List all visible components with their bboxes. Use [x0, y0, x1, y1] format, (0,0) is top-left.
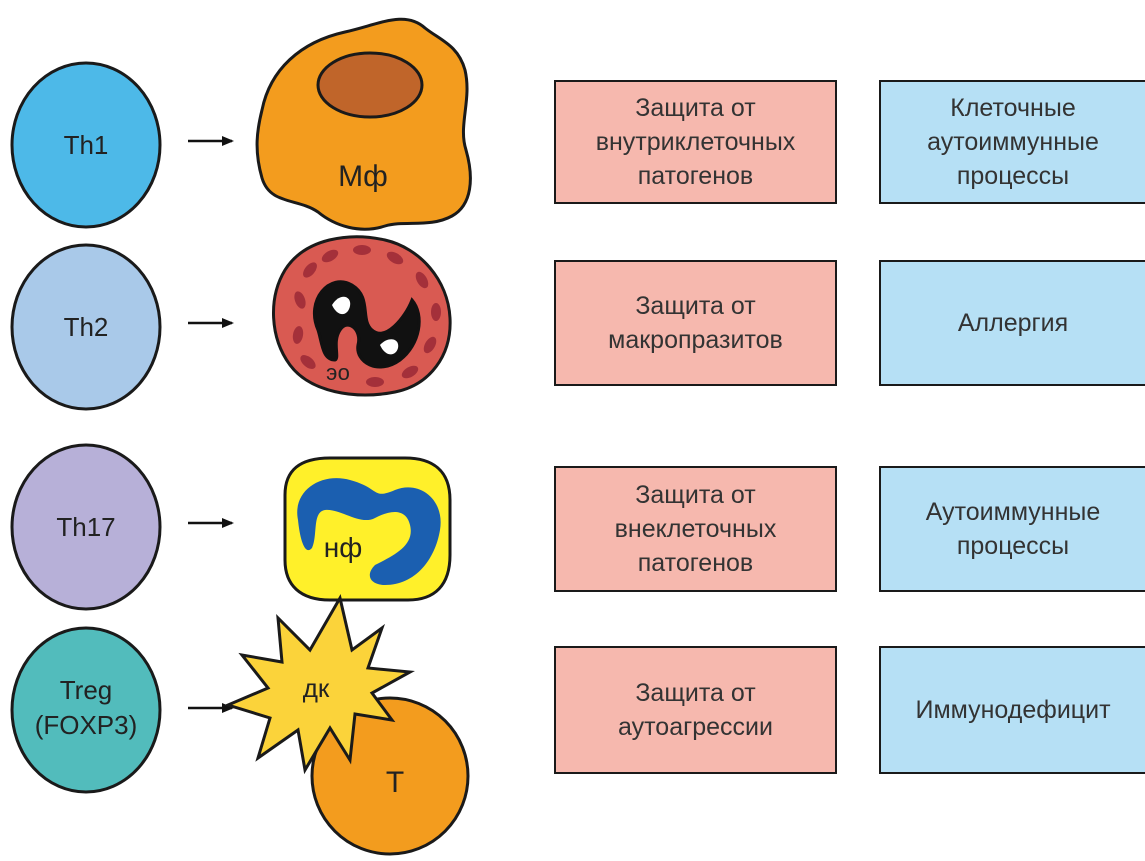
macrophage-icon	[255, 17, 472, 231]
row-treg: Treg (FOXP3) дк Т	[10, 593, 470, 856]
treg-label-line1: Treg	[60, 675, 113, 705]
th17-label: Th17	[56, 512, 115, 542]
row-th2: Th2 эо	[10, 235, 452, 411]
eosinophil-label: эо	[326, 360, 350, 385]
dendritic-cell-label: дк	[303, 673, 330, 703]
th1-label: Th1	[64, 130, 109, 160]
protection-box-1: Защита от внутриклеточных патогенов	[554, 80, 837, 204]
row-th1: Th1 Мф	[10, 17, 472, 231]
macrophage-nucleus	[316, 51, 424, 119]
protection-box-4: Защита от аутоагрессии	[554, 646, 837, 774]
th17-cell	[10, 443, 162, 611]
neutrophil-label: нф	[324, 532, 363, 563]
pathology-box-4: Иммунодефицит	[879, 646, 1145, 774]
th2-cell	[10, 243, 162, 411]
protection-box-3: Защита от внеклеточных патогенов	[554, 466, 837, 592]
protection-box-2: Защита от макропразитов	[554, 260, 837, 386]
row-th17: Th17 нф	[10, 443, 452, 611]
t-cell-label: Т	[386, 766, 404, 799]
treg-cell	[10, 626, 162, 794]
treg-label-line2: (FOXP3)	[35, 710, 138, 740]
pathology-box-1: Клеточные аутоиммунные процессы	[879, 80, 1145, 204]
th1-cell	[10, 61, 162, 229]
pathology-box-3: Аутоиммунные процессы	[879, 466, 1145, 592]
eosinophil-icon: эо	[272, 235, 452, 397]
pathology-box-2: Аллергия	[879, 260, 1145, 386]
macrophage-label: Мф	[338, 160, 388, 193]
dendritic-cell-icon	[223, 593, 415, 775]
neutrophil-icon: нф	[283, 456, 452, 602]
th2-label: Th2	[64, 312, 109, 342]
